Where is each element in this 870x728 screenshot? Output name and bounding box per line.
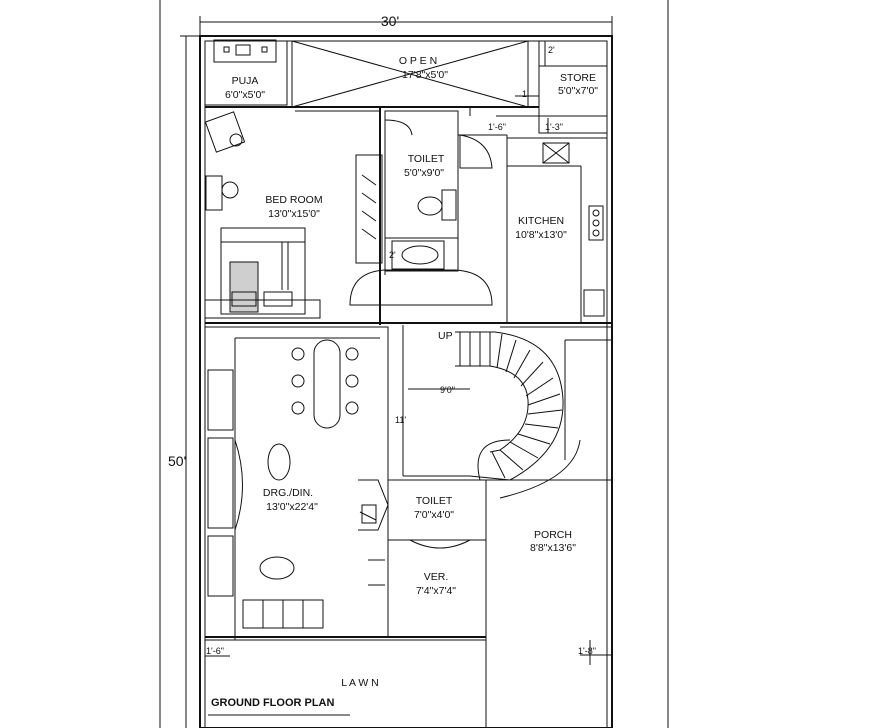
- armchair: [204, 111, 246, 153]
- store-dim-2: 2': [548, 45, 555, 55]
- wc: [441, 189, 457, 221]
- store-size: 5'0"x7'0": [558, 85, 598, 97]
- open-dim-1-6: 1'-6": [488, 122, 506, 132]
- puja-label: PUJA: [232, 75, 259, 87]
- bedroom-size: 13'0"x15'0": [268, 208, 320, 220]
- verandah-size: 7'4"x7'4": [416, 585, 456, 597]
- lawn-dim-right: 1'-8": [578, 646, 596, 656]
- toilet-lower-label: TOILET: [416, 495, 453, 507]
- stove: [588, 205, 604, 241]
- verandah-label: VER.: [424, 571, 449, 583]
- stair-up-label: UP: [438, 330, 453, 342]
- lawn-dim-left: 1'-6": [206, 646, 224, 656]
- toilet-lower-size: 7'0"x4'0": [414, 509, 454, 521]
- lawn-label: L A W N: [341, 677, 379, 689]
- outer-wall: [199, 35, 613, 728]
- wash-basin: [401, 245, 439, 265]
- open-size: 17'8"x5'0": [402, 69, 448, 81]
- spiral-staircase: [455, 331, 581, 499]
- store-label: STORE: [560, 72, 596, 84]
- kitchen-sink: [542, 142, 570, 164]
- lawn: [204, 639, 487, 728]
- porch-label: PORCH: [534, 529, 572, 541]
- puja-altar: [213, 39, 277, 63]
- store-dim-1-3: 1'-3": [545, 122, 563, 132]
- stair-run-dim: 9'0": [440, 385, 455, 395]
- plan-title: GROUND FLOOR PLAN: [211, 697, 334, 709]
- puja-size: 6'0"x5'0": [225, 89, 265, 101]
- drawing-dining-label: DRG./DIN.: [263, 487, 313, 499]
- toilet-upper-label: TOILET: [408, 153, 445, 165]
- sofa-left: [207, 369, 234, 431]
- kitchen-size: 10'8"x13'0": [515, 229, 567, 241]
- puja-room: [204, 40, 288, 106]
- toilet-upper-size: 5'0"x9'0": [404, 167, 444, 179]
- porch: [485, 479, 613, 728]
- depth-dimension: 50': [168, 453, 186, 469]
- store-dim-1: 1': [522, 89, 529, 99]
- bedroom-label: BED ROOM: [265, 194, 322, 206]
- store-room: [538, 40, 608, 134]
- toilet-dim-2: 2': [389, 250, 396, 260]
- dining-table: [313, 339, 341, 429]
- drawing-dining-size: 13'0"x22'4": [266, 501, 318, 513]
- toilet-upper: [384, 110, 459, 272]
- open-label: O P E N: [399, 55, 437, 67]
- dining-drawing-room: [204, 326, 389, 638]
- kitchen-label: KITCHEN: [518, 215, 564, 227]
- coffee-table-1: [267, 443, 291, 481]
- study-chair: [205, 175, 223, 211]
- width-dimension: 30': [381, 13, 399, 29]
- coffee-table-2: [259, 556, 295, 580]
- lobby-arch: [349, 269, 493, 306]
- wardrobe: [355, 154, 383, 264]
- stair-height-dim: 11': [395, 415, 406, 425]
- porch-size: 8'8"x13'6": [530, 542, 576, 554]
